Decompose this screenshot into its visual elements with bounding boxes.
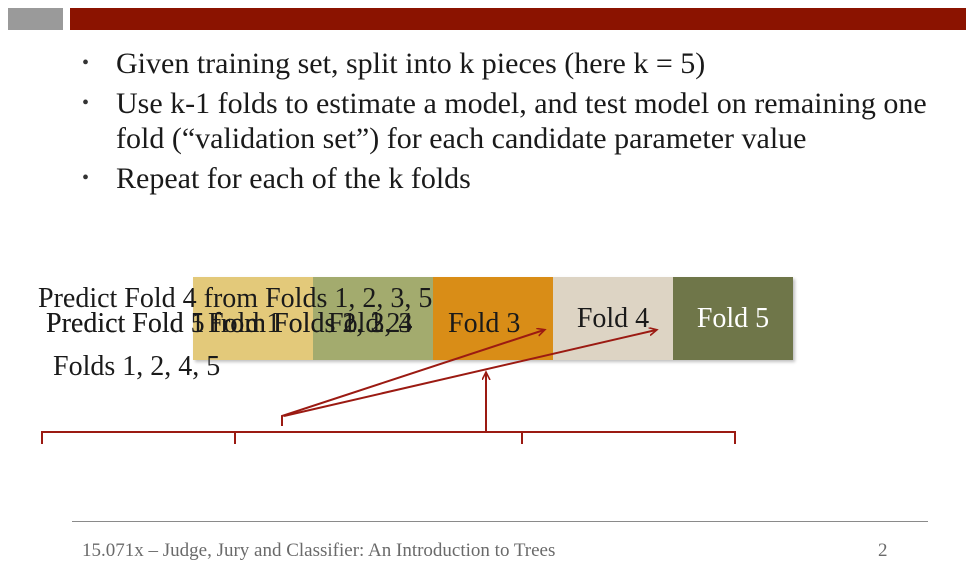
bullet-item: •Use k-1 folds to estimate a model, and … (82, 87, 927, 155)
predict-fold5-text: Predict Fold 5 from Folds 1, 2, 3 (46, 308, 413, 339)
fold-5-cell: Fold 5 (673, 277, 793, 360)
fold-1-label: Fold 1 (208, 308, 281, 339)
footer-title: 15.071x – Judge, Jury and Classifier: An… (82, 540, 556, 561)
fold-bar: Fold 4 Fold 5 (193, 277, 793, 360)
fold-3-label: Fold 3 (448, 308, 521, 339)
brace-left (41, 431, 523, 444)
predict-fold4-text: Predict Fold 4 from Folds 1, 2, 3, 5 (38, 283, 433, 314)
arrow-to-fold4 (283, 330, 656, 417)
fold-2-cell (313, 277, 433, 360)
fold-2-label: Fold 2 (328, 308, 401, 339)
brace-right (234, 431, 736, 444)
header-gray-block (8, 8, 63, 30)
fold-4-cell: Fold 4 (553, 277, 673, 360)
bullet-dot-icon: • (82, 52, 90, 74)
bullet-list: •Given training set, split into k pieces… (80, 46, 940, 201)
header-red-bar (70, 8, 966, 30)
bullet-item: •Repeat for each of the k folds (82, 162, 471, 195)
folds-1245-text: Folds 1, 2, 4, 5 (53, 351, 221, 382)
bullet-dot-icon: • (82, 92, 90, 114)
arrow-to-fold3 (281, 330, 544, 426)
footer-divider (72, 521, 928, 522)
bullet-item: •Given training set, split into k pieces… (82, 47, 706, 80)
page-number: 2 (878, 540, 888, 561)
fold-1-cell (193, 277, 313, 360)
predict-fold1-text: Predict Fold 1 from Folds 2, 3, 4 (46, 308, 413, 339)
bullet-dot-icon: • (82, 167, 90, 189)
